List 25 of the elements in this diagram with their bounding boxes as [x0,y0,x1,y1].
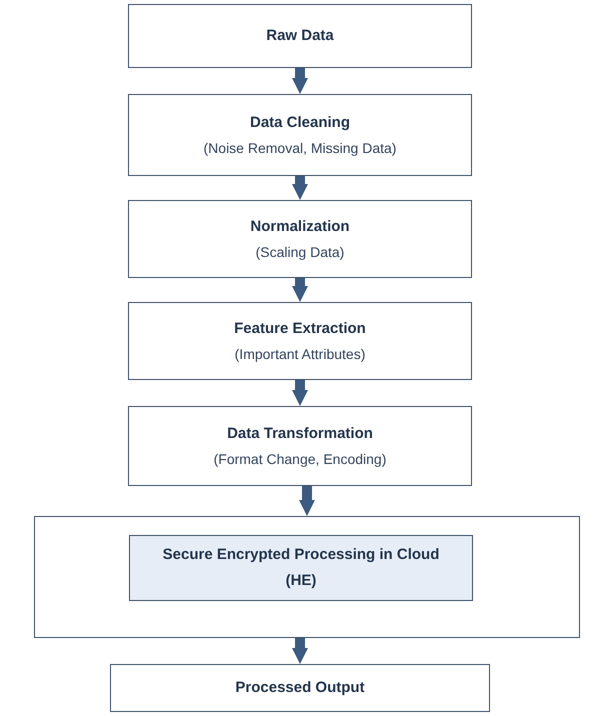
process-box [128,200,472,278]
container-box [34,516,580,638]
highlighted-process-box [129,535,473,601]
step-title: Secure Encrypted Processing in Cloud (HE) [162,545,440,591]
arrow [292,638,308,664]
arrow [292,68,308,94]
step-title: Raw Data [265,26,335,46]
step-title: Feature Extraction [233,319,367,339]
arrow [292,278,308,302]
step-description: (Important Attributes) [234,345,366,364]
process-box [128,4,472,68]
step-title: Data Cleaning [248,113,352,133]
arrow [299,486,315,516]
step-title: Processed Output [234,678,366,698]
process-box [110,664,490,712]
arrow [292,176,308,200]
arrow [292,380,308,406]
step-title: Data Transformation [226,424,374,444]
step-description: (Format Change, Encoding) [214,450,386,469]
step-description: (Scaling Data) [256,243,344,262]
process-box [128,406,472,486]
step-title: Normalization [249,217,351,237]
process-box [128,302,472,380]
step-description: (Noise Removal, Missing Data) [204,139,396,158]
process-box [128,94,472,176]
